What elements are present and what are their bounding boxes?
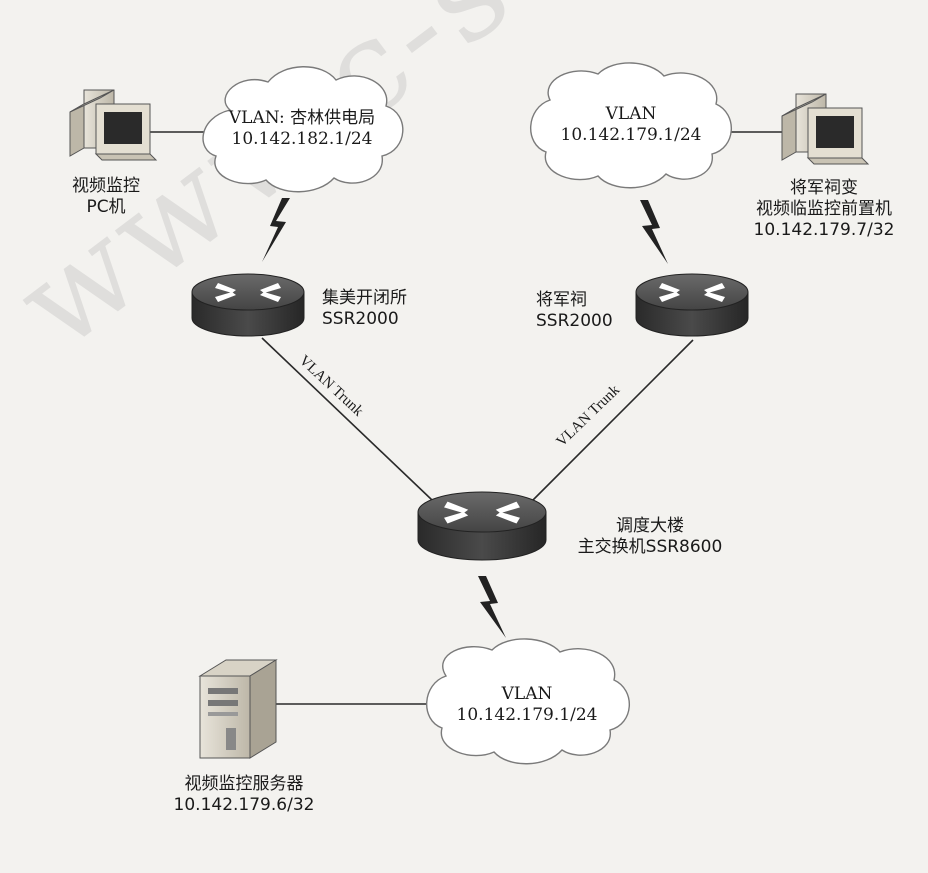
pc-label: 视频监控 PC机 xyxy=(66,176,146,218)
router-left-line1: 集美开闭所 xyxy=(322,288,407,308)
cloud-top-left-icon xyxy=(202,66,404,193)
cloud-bottom-label: VLAN 10.142.179.1/24 xyxy=(452,684,602,726)
frontend-pc-icon xyxy=(781,93,870,165)
frontend-pc-line3: 10.142.179.7/32 xyxy=(753,220,895,240)
cloud-bottom-icon xyxy=(426,638,630,765)
router-main-line1: 调度大楼 xyxy=(616,516,684,536)
wireless-link-bottom-icon xyxy=(478,576,506,638)
frontend-pc-line2: 视频临监控前置机 xyxy=(756,199,892,219)
server-label: 视频监控服务器 10.142.179.6/32 xyxy=(154,774,334,816)
router-right-label: 将军祠 SSR2000 xyxy=(536,290,613,332)
link-trunk-left xyxy=(261,337,433,501)
frontend-pc-label: 将军祠变 视频临监控前置机 10.142.179.7/32 xyxy=(724,178,924,241)
pc-label-line1: 视频监控 xyxy=(72,176,140,196)
wireless-link-right-icon xyxy=(640,200,668,264)
cloud-top-right-line1: VLAN xyxy=(605,104,657,124)
cloud-top-left-line2: 10.142.182.1/24 xyxy=(231,129,373,149)
cloud-bottom-line2: 10.142.179.1/24 xyxy=(456,705,598,725)
router-main-icon xyxy=(417,491,547,561)
router-left-label: 集美开闭所 SSR2000 xyxy=(322,288,407,330)
router-right-line1: 将军祠 xyxy=(536,290,587,310)
server-icon xyxy=(198,659,278,759)
pc-icon xyxy=(69,89,158,161)
link-trunk-right xyxy=(532,339,694,501)
server-label-line1: 视频监控服务器 xyxy=(184,774,304,794)
cloud-bottom-line1: VLAN xyxy=(501,684,553,704)
router-left-line2: SSR2000 xyxy=(322,309,399,329)
cloud-top-left-label: VLAN: 杏林供电局 10.142.182.1/24 xyxy=(222,108,382,150)
router-right-icon xyxy=(635,273,749,337)
server-label-line2: 10.142.179.6/32 xyxy=(173,795,315,815)
cloud-top-right-icon xyxy=(530,62,732,189)
link-lines xyxy=(150,131,790,705)
cloud-top-right-line2: 10.142.179.1/24 xyxy=(560,125,702,145)
cloud-top-right-label: VLAN 10.142.179.1/24 xyxy=(556,104,706,146)
router-right-line2: SSR2000 xyxy=(536,311,613,331)
frontend-pc-line1: 将军祠变 xyxy=(790,178,858,198)
cloud-top-left-line1: VLAN: 杏林供电局 xyxy=(228,108,376,128)
router-main-line2: 主交换机SSR8600 xyxy=(577,537,723,557)
router-left-icon xyxy=(191,273,305,337)
router-main-label: 调度大楼 主交换机SSR8600 xyxy=(560,516,740,558)
pc-label-line2: PC机 xyxy=(86,197,126,217)
wireless-link-left-icon xyxy=(262,198,290,262)
